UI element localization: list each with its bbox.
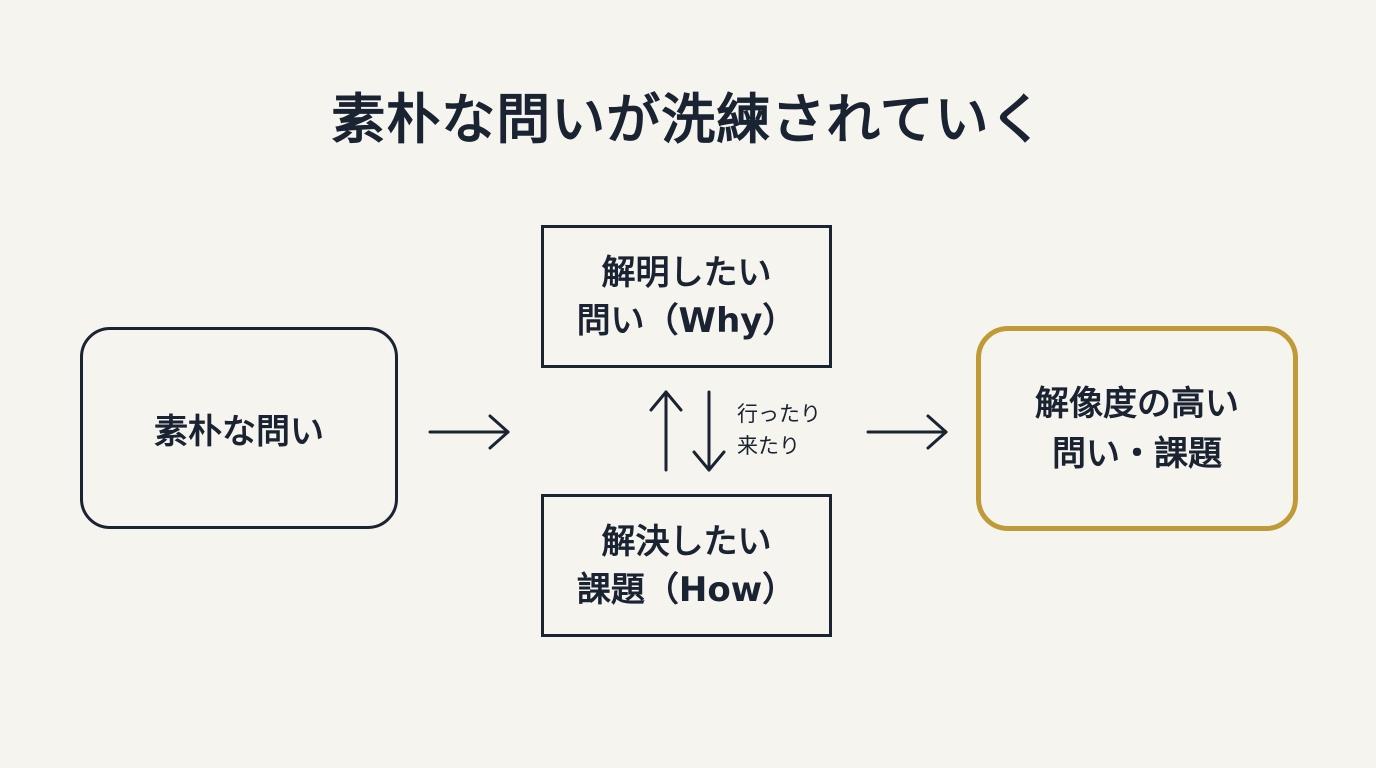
diagram-title: 素朴な問いが洗練されていく xyxy=(331,88,1045,151)
arrow-down xyxy=(692,390,726,472)
node-naive-question: 素朴な問い xyxy=(80,327,398,529)
node-why-line2: 問い（Why） xyxy=(576,300,797,341)
node-why-line1: 解明したい xyxy=(601,252,772,293)
node-goal-line1: 解像度の高い xyxy=(1035,383,1239,424)
node-goal-line2: 問い・課題 xyxy=(1052,433,1222,474)
node-high-resolution-question: 解像度の高い 問い・課題 xyxy=(976,326,1298,531)
back-and-forth-line1: 行ったり xyxy=(737,402,821,426)
node-how-issue: 解決したい 課題（How） xyxy=(541,494,832,637)
node-how-line1: 解決したい xyxy=(601,521,772,562)
back-and-forth-line2: 来たり xyxy=(737,434,800,458)
node-how-line2: 課題（How） xyxy=(576,569,797,610)
arrow-center-to-goal xyxy=(866,414,948,450)
arrow-up xyxy=(649,390,683,472)
arrow-start-to-center xyxy=(428,414,510,450)
node-naive-question-label: 素朴な問い xyxy=(154,411,324,452)
node-why-question: 解明したい 問い（Why） xyxy=(541,225,832,368)
back-and-forth-label: 行ったり 来たり xyxy=(737,398,821,462)
